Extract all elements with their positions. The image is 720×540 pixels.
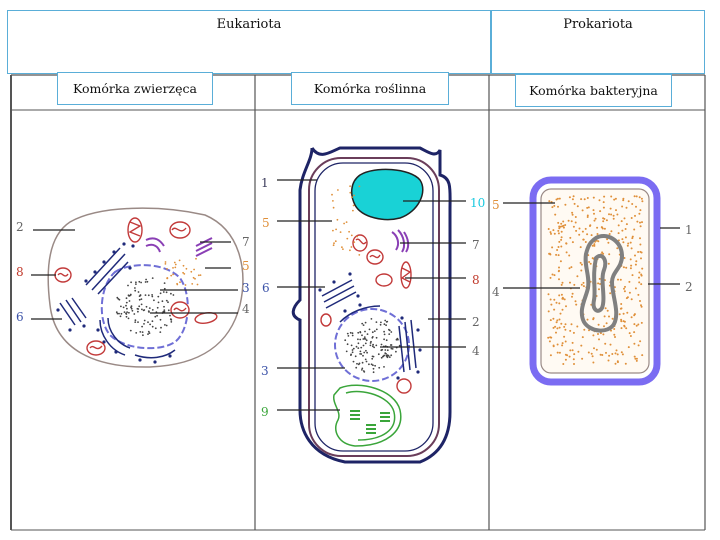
animal-label-5: 5 bbox=[242, 259, 250, 273]
plant-label-8: 8 bbox=[472, 273, 480, 287]
plant-label-6: 6 bbox=[262, 281, 270, 295]
bacterial-label-1: 1 bbox=[685, 223, 693, 237]
animal-er-ribosomes bbox=[56, 242, 172, 364]
plant-cell-label: Komórka roślinna bbox=[291, 72, 449, 105]
prokaryota-header: Prokariota bbox=[491, 10, 705, 74]
animal-mitochondria bbox=[54, 217, 218, 356]
bacterial-leader-lines bbox=[503, 202, 680, 289]
plant-label-3: 3 bbox=[261, 364, 269, 378]
plant-label-1: 1 bbox=[261, 176, 269, 190]
animal-label-4: 4 bbox=[242, 302, 250, 316]
plant-label-5: 5 bbox=[262, 216, 270, 230]
plant-label-9: 9 bbox=[261, 405, 269, 419]
plant-er-ribosomes bbox=[318, 272, 422, 380]
animal-ribosomes bbox=[164, 257, 202, 286]
bacterial-cell bbox=[503, 176, 680, 386]
bacterial-label-5: 5 bbox=[492, 198, 500, 212]
bacterial-nucleoid bbox=[579, 234, 625, 333]
bacterial-label-2: 2 bbox=[685, 280, 693, 294]
animal-label-2: 2 bbox=[16, 220, 24, 234]
plant-cell bbox=[277, 146, 466, 464]
plant-mitochondria bbox=[320, 234, 412, 394]
animal-er bbox=[59, 247, 176, 359]
plant-label-2: 2 bbox=[472, 315, 480, 329]
plant-label-7: 7 bbox=[472, 238, 480, 252]
plant-er bbox=[321, 279, 417, 373]
plant-chloroplast bbox=[333, 384, 402, 447]
plant-leader-lines bbox=[277, 179, 466, 411]
plant-golgi bbox=[391, 229, 410, 253]
bacterial-label-4: 4 bbox=[492, 285, 500, 299]
plant-label-10: 10 bbox=[470, 196, 485, 210]
eukaryota-header: Eukariota bbox=[7, 10, 491, 74]
plant-nucleus bbox=[334, 308, 410, 382]
animal-label-3: 3 bbox=[242, 281, 250, 295]
plant-ribosomes bbox=[331, 185, 361, 256]
animal-cell bbox=[31, 207, 244, 368]
animal-cell-label: Komórka zwierzęca bbox=[57, 72, 213, 105]
animal-nucleus bbox=[100, 264, 189, 350]
prokaryota-header-text: Prokariota bbox=[563, 17, 633, 32]
animal-label-8: 8 bbox=[16, 265, 24, 279]
animal-leader-lines bbox=[31, 229, 238, 320]
animal-label-6: 6 bbox=[16, 310, 24, 324]
plant-label-4: 4 bbox=[472, 344, 480, 358]
eukaryota-header-text: Eukariota bbox=[216, 17, 282, 32]
plant-vacuole bbox=[350, 168, 424, 221]
animal-label-7: 7 bbox=[242, 235, 250, 249]
bacterial-cell-label: Komórka bakteryjna bbox=[515, 74, 672, 107]
